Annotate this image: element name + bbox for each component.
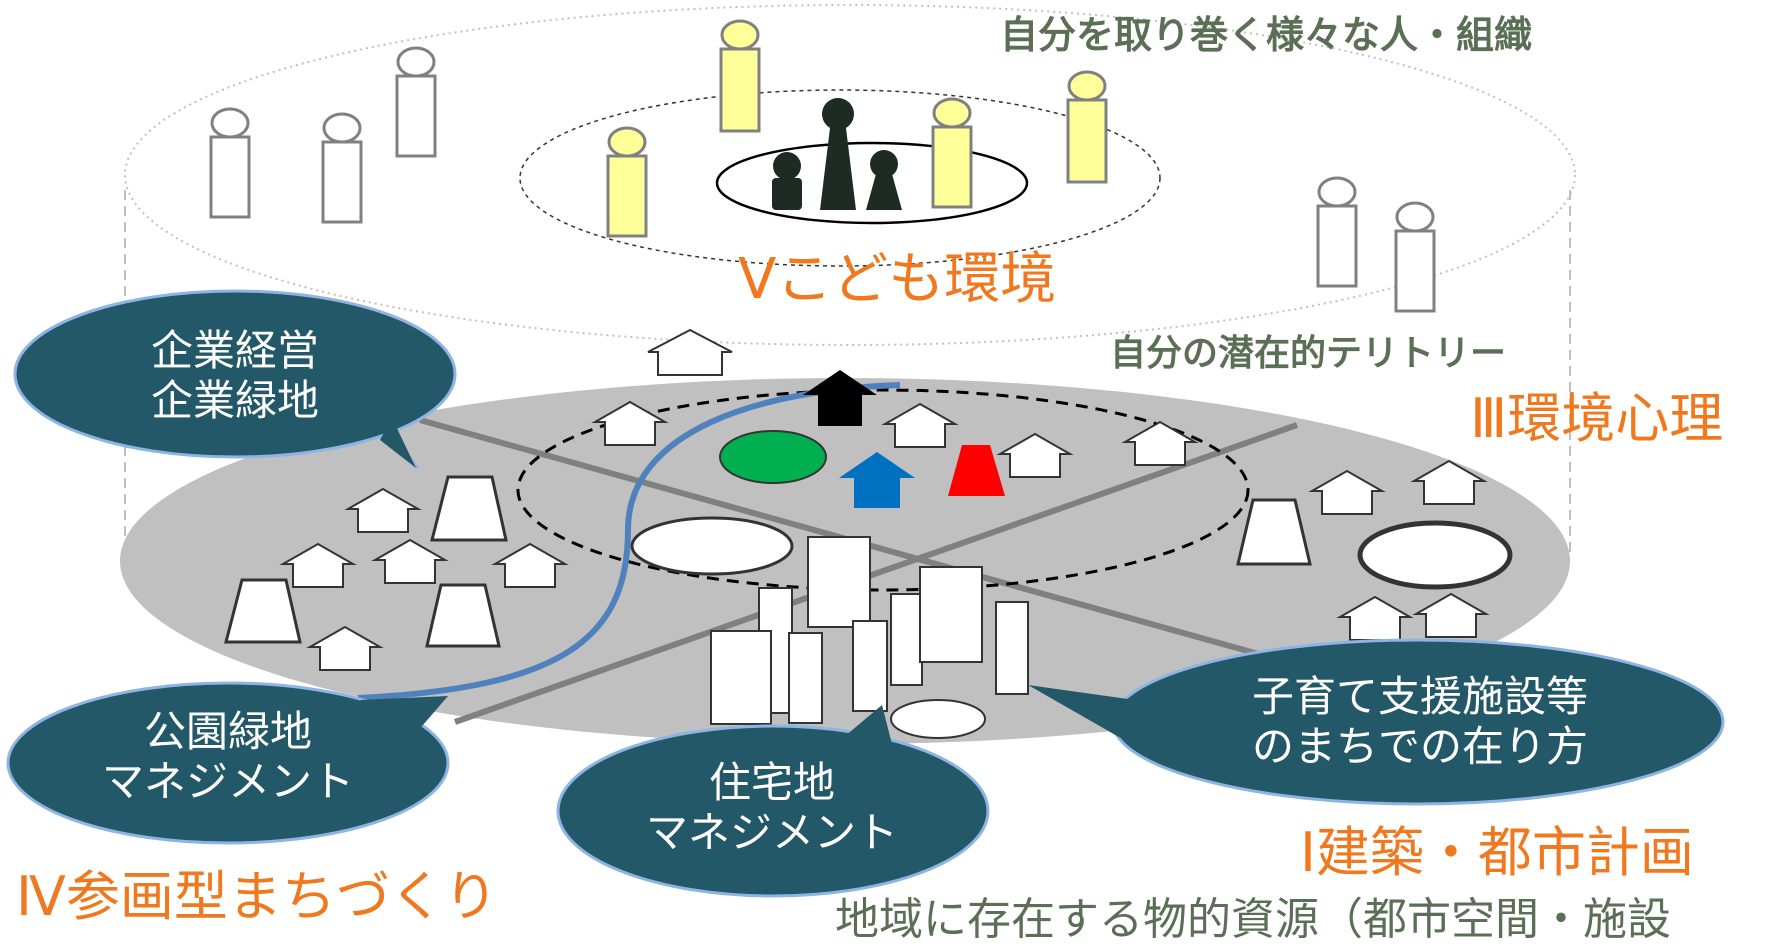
divider-line <box>454 422 1298 725</box>
tall-buildings <box>710 536 1029 725</box>
field-iii-label: Ⅲ環境心理 <box>1470 387 1724 450</box>
field-i-label: Ⅰ建築・都市計画 <box>1300 821 1694 884</box>
person-figure-yellow <box>606 126 648 238</box>
person-figure <box>321 112 363 224</box>
bubble-park-line2: マネジメント <box>101 757 354 807</box>
territory-ellipse <box>516 388 1250 592</box>
family-icon <box>772 98 902 210</box>
person-figure <box>395 46 437 158</box>
bubble-residential-text: 住宅地 マネジメント <box>622 758 922 859</box>
bubble-company-text: 企業経営 企業緑地 <box>115 326 355 427</box>
bubble-childcare <box>1028 638 1725 806</box>
bubble-company <box>13 289 457 470</box>
bubble-park <box>6 681 450 845</box>
black-arrow <box>803 370 877 426</box>
houses <box>279 400 1490 671</box>
bubble-residential <box>556 705 990 898</box>
field-iv-label: Ⅳ参画型まちづくり <box>16 865 498 928</box>
territory-label: 自分の潜在的テリトリー <box>1110 333 1507 374</box>
house-icon <box>647 328 733 376</box>
trapezoid-buildings <box>224 475 1312 648</box>
person-figure <box>1316 176 1358 288</box>
blue-path <box>357 382 901 701</box>
people-orgs-label: 自分を取り巻く様々な人・組織 <box>1000 13 1533 57</box>
bubble-residential-line1: 住宅地 <box>708 758 835 807</box>
bubble-childcare-line1: 子育て支援施設等 <box>1251 672 1588 721</box>
person-figure-yellow <box>931 97 973 209</box>
bubble-childcare-text: 子育て支援施設等 のまちでの在り方 <box>1200 672 1640 773</box>
bubble-childcare-line2: のまちでの在り方 <box>1251 722 1588 772</box>
bubble-company-line1: 企業経営 <box>150 326 319 375</box>
resources-label: 地域に存在する物的資源（都市空間・施設 <box>835 894 1671 945</box>
field-v-label: Ⅴこども環境 <box>738 247 1057 312</box>
bubble-company-line2: 企業緑地 <box>150 376 319 426</box>
white-oval <box>1357 520 1513 590</box>
inner-people-ellipse <box>519 89 1161 267</box>
blue-arrow <box>839 452 915 508</box>
bubble-park-text: 公園緑地 マネジメント <box>78 707 378 808</box>
outer-ellipse <box>124 4 1576 346</box>
bubble-park-line1: 公園緑地 <box>143 707 312 756</box>
person-figure <box>209 107 251 219</box>
person-figure-yellow <box>719 19 761 133</box>
bubble-residential-line2: マネジメント <box>645 808 898 858</box>
person-figure-yellow <box>1066 70 1108 184</box>
red-trapezoid <box>948 445 1005 496</box>
white-oval <box>890 699 986 739</box>
person-figure <box>1394 201 1436 313</box>
white-oval <box>630 516 794 576</box>
family-ellipse <box>715 141 1029 225</box>
green-circle <box>719 430 827 484</box>
